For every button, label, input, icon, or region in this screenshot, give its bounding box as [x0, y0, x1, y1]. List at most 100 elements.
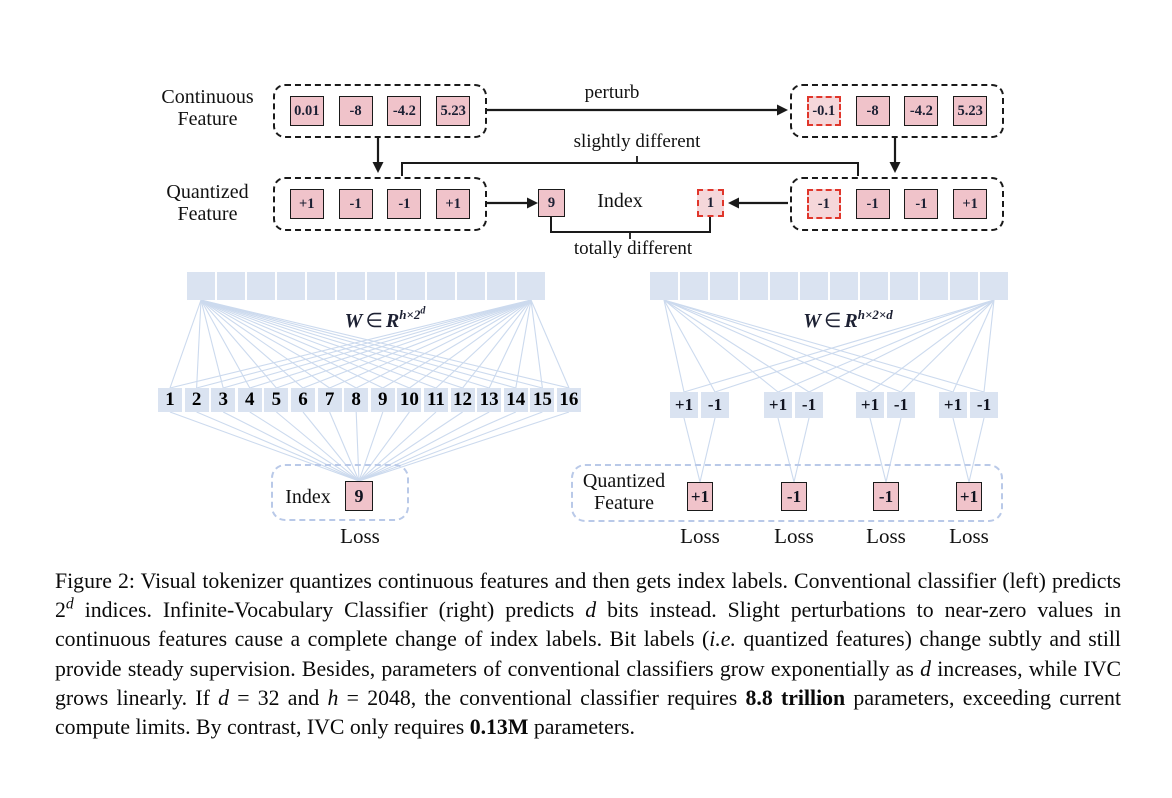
slightly-different-label: slightly different: [573, 131, 701, 152]
feature-square: [770, 272, 798, 300]
feature-square: [367, 272, 395, 300]
feature-square: [650, 272, 678, 300]
class-index-square: 14: [503, 388, 528, 412]
bit-logit-square: +1: [856, 392, 884, 418]
feature-square: [337, 272, 365, 300]
left-quantized-feature-box: +1 -1 -1 +1: [273, 177, 487, 231]
perturb-label: perturb: [584, 82, 640, 103]
left-index-output-box: [271, 464, 409, 521]
class-index-square: 2: [184, 388, 209, 412]
weight-exponent: h×2×d: [857, 307, 893, 323]
element-of-symbol: ∈: [823, 309, 842, 332]
quantized-value-cell: -1: [855, 189, 890, 219]
class-index-square: 4: [237, 388, 262, 412]
class-index-square: 8: [344, 388, 369, 412]
right-loss-label-3: Loss: [866, 524, 906, 548]
quantized-value-cell: -1: [338, 189, 373, 219]
class-index-square: 12: [450, 388, 475, 412]
quantized-value-cell: -1: [387, 189, 422, 219]
feature-square: [920, 272, 948, 300]
quantized-feature-label-line1: Quantized: [166, 181, 249, 203]
continuous-value-cell: -4.2: [387, 96, 422, 126]
left-weight-matrix-label: W∈Rh×2d: [295, 306, 475, 333]
continuous-value-cell: 5.23: [953, 96, 988, 126]
class-index-square: 10: [397, 388, 422, 412]
figure-caption: Figure 2: Visual tokenizer quantizes con…: [55, 569, 1122, 740]
quantized-value-cell: +1: [436, 189, 471, 219]
weight-symbol: W: [803, 309, 821, 332]
bottom-index-label: Index: [285, 486, 331, 508]
bit-logit-square: +1: [939, 392, 967, 418]
left-continuous-feature-box: 0.01 -8 -4.2 5.23: [273, 84, 487, 138]
bottom-quantized-label-line2: Feature: [594, 492, 654, 514]
left-index-value-box: 9: [538, 189, 565, 217]
continuous-value-cell: -8: [338, 96, 373, 126]
feature-square: [800, 272, 828, 300]
class-index-square: 7: [317, 388, 342, 412]
class-index-square: 6: [290, 388, 315, 412]
predicted-index-box: 9: [345, 481, 373, 511]
continuous-feature-label-line2: Feature: [177, 108, 238, 130]
right-loss-label-1: Loss: [680, 524, 720, 548]
quantized-bit-box-2: -1: [781, 482, 807, 511]
feature-square: [457, 272, 485, 300]
right-weight-matrix-label: W∈Rh×2×d: [758, 306, 938, 333]
bottom-quantized-label-line1: Quantized: [582, 470, 666, 492]
right-index-value-box: 1: [697, 189, 724, 217]
weight-nested-exponent: d: [420, 306, 426, 317]
bit-logit-square: -1: [887, 392, 915, 418]
feature-square: [247, 272, 275, 300]
feature-square: [710, 272, 738, 300]
feature-square: [740, 272, 768, 300]
right-loss-label-4: Loss: [949, 524, 989, 548]
feature-square: [680, 272, 708, 300]
quantized-value-cell: +1: [289, 189, 324, 219]
left-loss-label: Loss: [340, 524, 380, 548]
class-index-square: 3: [211, 388, 236, 412]
bit-pair-4: +1-1: [939, 392, 998, 418]
right-quantized-feature-box: -1 -1 -1 +1: [790, 177, 1004, 231]
feature-square: [517, 272, 545, 300]
index-label: Index: [597, 190, 643, 212]
right-feature-vector-row: [650, 272, 1008, 300]
class-index-square: 1: [158, 388, 182, 412]
feature-square: [397, 272, 425, 300]
bit-pair-3: +1-1: [856, 392, 915, 418]
left-feature-vector-row: [187, 272, 545, 300]
bit-pair-2: +1-1: [764, 392, 823, 418]
continuous-value-cell: -4.2: [904, 96, 939, 126]
real-space-symbol: R: [385, 309, 400, 332]
class-index-square: 11: [423, 388, 448, 412]
bottom-quantized-feature-label: Quantized Feature: [572, 470, 676, 514]
quantized-bit-box-1: +1: [687, 482, 713, 511]
right-quantized-output-box: [571, 464, 1003, 522]
feature-square: [307, 272, 335, 300]
weight-symbol: W: [344, 309, 363, 332]
totally-different-label: totally different: [573, 238, 693, 259]
feature-square: [860, 272, 888, 300]
bit-logit-square: +1: [670, 392, 698, 418]
feature-square: [277, 272, 305, 300]
quantized-feature-label: Quantized Feature: [145, 181, 270, 225]
feature-square: [830, 272, 858, 300]
quantized-value-cell: -1: [904, 189, 939, 219]
quantized-feature-label-line2: Feature: [177, 203, 238, 225]
quantized-value-cell: -1: [806, 189, 841, 219]
feature-square: [217, 272, 245, 300]
bit-logit-square: -1: [970, 392, 998, 418]
right-loss-label-2: Loss: [774, 524, 814, 548]
class-index-square: 9: [370, 388, 395, 412]
quantized-value-cell: +1: [953, 189, 988, 219]
feature-square: [980, 272, 1008, 300]
continuous-value-cell: -0.1: [806, 96, 841, 126]
bit-logit-square: -1: [701, 392, 729, 418]
bit-pair-1: +1-1: [670, 392, 729, 418]
continuous-feature-label-line1: Continuous: [161, 86, 254, 108]
feature-square: [890, 272, 918, 300]
continuous-value-cell: 0.01: [289, 96, 324, 126]
quantized-bit-box-3: -1: [873, 482, 899, 511]
continuous-value-cell: 5.23: [436, 96, 471, 126]
